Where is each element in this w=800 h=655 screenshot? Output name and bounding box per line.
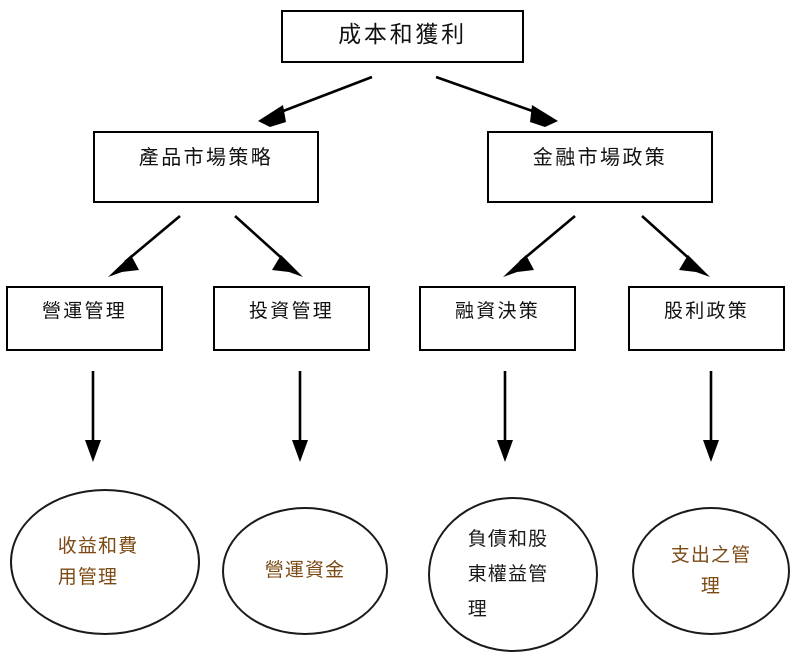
edge-product-to-invest (234, 215, 303, 277)
node-liability-equity-management-label: 負債和股 東權益管 理 (467, 527, 549, 621)
node-liability-equity-management[interactable]: 負債和股 東權益管 理 (428, 497, 598, 652)
node-financing-decision[interactable]: 融資決策 (419, 286, 576, 351)
edge-dividend-to-expense (703, 371, 719, 462)
node-revenue-expense-management-label: 收益和費 用管理 (57, 534, 139, 588)
node-product-market-strategy-label: 產品市場策略 (138, 145, 274, 169)
node-investment-management[interactable]: 投資管理 (213, 286, 370, 351)
node-dividend-policy-label: 股利政策 (663, 300, 750, 322)
edge-root-to-product (258, 75, 373, 127)
node-financial-market-policy[interactable]: 金融市場政策 (487, 131, 713, 203)
node-expenditure-management[interactable]: 支出之管 理 (632, 507, 790, 635)
node-product-market-strategy[interactable]: 產品市場策略 (93, 131, 319, 203)
node-working-capital[interactable]: 營運資金 (222, 507, 388, 635)
edge-product-to-ops (108, 215, 181, 277)
edge-invest-to-working (292, 371, 308, 462)
edge-financial-to-dividend (641, 215, 710, 277)
edge-financial-to-finance (503, 215, 576, 277)
node-root[interactable]: 成本和獲利 (281, 10, 524, 63)
node-financial-market-policy-label: 金融市場政策 (532, 145, 668, 169)
edge-root-to-financial (435, 75, 558, 127)
node-working-capital-label: 營運資金 (264, 559, 346, 582)
node-financing-decision-label: 融資決策 (454, 300, 541, 322)
node-revenue-expense-management[interactable]: 收益和費 用管理 (10, 489, 200, 635)
edge-finance-to-liability (497, 371, 513, 462)
node-dividend-policy[interactable]: 股利政策 (628, 286, 785, 351)
node-expenditure-management-label: 支出之管 理 (670, 543, 752, 597)
node-operations-management-label: 營運管理 (41, 300, 128, 322)
node-operations-management[interactable]: 營運管理 (6, 286, 163, 351)
node-root-label: 成本和獲利 (338, 22, 467, 48)
edge-ops-to-revenue (85, 371, 101, 462)
node-investment-management-label: 投資管理 (248, 300, 335, 322)
